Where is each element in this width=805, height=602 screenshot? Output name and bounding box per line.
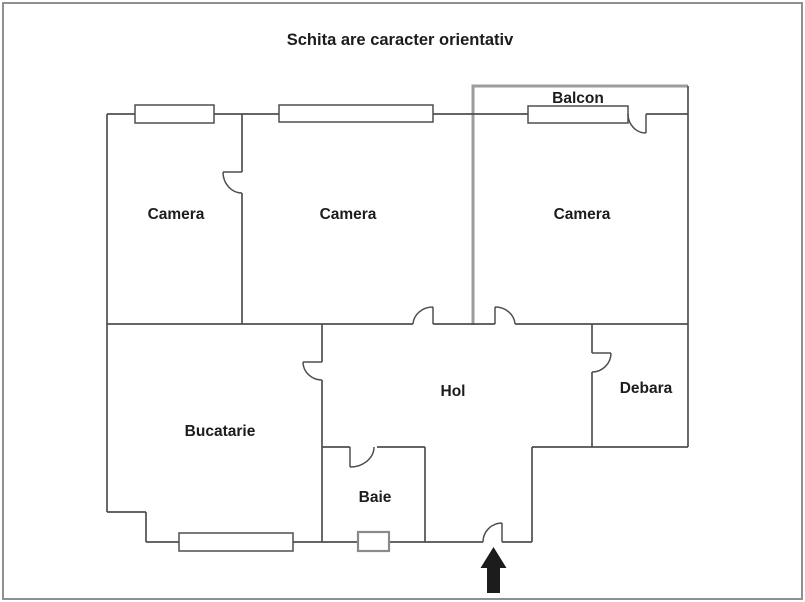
balcony-outline [471, 84, 688, 325]
door-arc-baie [349, 446, 375, 468]
room-label-bucatarie: Bucatarie [185, 423, 256, 440]
room-label-baie: Baie [359, 489, 392, 506]
room-label-camera-3: Camera [554, 206, 611, 223]
room-label-camera-1: Camera [148, 206, 205, 223]
window-camera3-balcony [527, 105, 629, 124]
window-camera1 [134, 104, 215, 124]
doors [222, 113, 647, 543]
windows [134, 104, 629, 552]
door-arc-camera1 [222, 171, 243, 194]
room-label-debara: Debara [620, 380, 673, 397]
door-arc-entrance [482, 522, 503, 543]
entrance-arrow-icon [480, 547, 507, 593]
window-bucatarie [178, 532, 294, 552]
room-label-balcon: Balcon [552, 90, 604, 107]
door-arc-debara [591, 352, 612, 373]
door-arc-balcon [627, 113, 647, 134]
room-label-camera-2: Camera [320, 206, 377, 223]
door-arc-camera2 [412, 306, 434, 325]
walls [106, 86, 689, 543]
window-baie [356, 530, 391, 553]
door-arc-camera3 [494, 306, 516, 325]
room-label-hol: Hol [441, 383, 466, 400]
door-arc-bucatarie [302, 361, 323, 381]
window-camera2 [278, 104, 434, 123]
plan-title: Schita are caracter orientativ [287, 31, 514, 49]
